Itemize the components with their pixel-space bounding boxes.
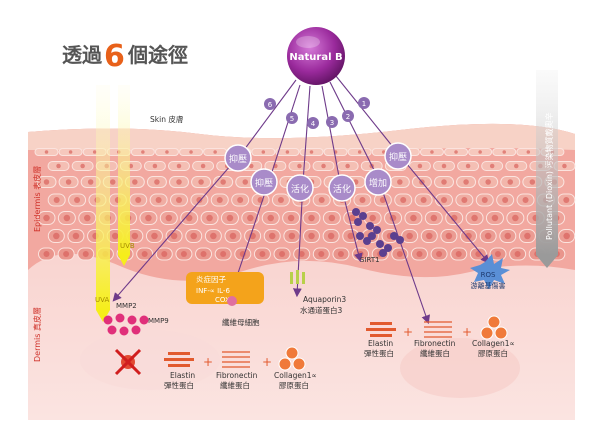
badge-2: 2: [346, 113, 350, 121]
fibronectin-icon-right: [424, 321, 452, 338]
ros: ROS 游離基傷害: [470, 254, 510, 290]
action-activate-right: 活化: [333, 183, 351, 195]
natural-b-label: Natural B: [289, 52, 342, 63]
inflammation-line1: INF-∝ IL-6: [196, 287, 230, 295]
mmp2-label: MMP2: [116, 302, 137, 310]
collagen-right-label: Collagen1∝: [472, 339, 515, 348]
uvb-label: UVB: [120, 242, 135, 250]
fibroblast: 纖維母細胞: [222, 296, 260, 327]
elastin-right-label: Elastin: [368, 339, 393, 348]
inflammation-line2: COX2: [215, 296, 234, 304]
page-title: 透過 6 個途徑: [62, 39, 188, 74]
badge-4: 4: [311, 120, 316, 128]
left-protein-group: Elastin 彈性蛋白 + Fibronectin 纖維蛋白 + Collag…: [114, 346, 317, 390]
plus-1: +: [203, 355, 213, 369]
elastin-icon-right: [366, 322, 396, 337]
collagen-icon-left: [278, 346, 306, 371]
collagen-icon-right: [480, 315, 508, 340]
pollutant-beam: Pollutant (Dioxin) 污染物質戴奧辛: [536, 70, 558, 268]
right-protein-group: Elastin 彈性蛋白 + Fibronectin 纖維蛋白 + Collag…: [364, 315, 515, 358]
action-inhibit-mid: 抑壓: [255, 177, 273, 189]
plus-2: +: [262, 355, 272, 369]
action-bubbles: 抑壓 抑壓 活化 活化 增加 抑壓: [224, 142, 412, 202]
title-prefix: 透過: [62, 43, 103, 67]
fibronectin-icon-left: [222, 351, 250, 368]
elastin-right-cn: 彈性蛋白: [364, 348, 394, 358]
action-inhibit-right: 抑壓: [389, 151, 407, 163]
ros-cn-label: 游離基傷害: [471, 281, 506, 290]
epidermis-label: Epidermis 表皮層: [32, 166, 42, 232]
collagen-left-cn: 膠原蛋白: [279, 380, 309, 390]
pathway-number-badges: 6 5 4 3 2 1: [264, 97, 370, 129]
red-x-icon: [114, 348, 142, 376]
action-increase: 增加: [369, 177, 387, 189]
fibronectin-right-label: Fibronectin: [414, 339, 456, 348]
fibronectin-left-cn: 纖維蛋白: [220, 380, 250, 390]
fibroblast-label: 纖維母細胞: [222, 317, 260, 327]
aquaporin-label: Aquaporin3: [303, 295, 346, 304]
aquaporin-cn-label: 水通道蛋白3: [300, 305, 342, 315]
badge-6: 6: [268, 101, 273, 109]
skin-label: Skin 皮膚: [150, 114, 184, 124]
mmp-molecules: [103, 313, 149, 336]
plus-3: +: [403, 325, 413, 339]
badge-1: 1: [362, 100, 366, 108]
fibronectin-right-cn: 纖維蛋白: [420, 348, 450, 358]
mmp9-label: MMP9: [148, 317, 169, 325]
pollutant-label: Pollutant (Dioxin) 污染物質戴奧辛: [544, 112, 554, 240]
sirt1-label: SIRT1: [360, 256, 380, 264]
elastin-left-label: Elastin: [170, 371, 195, 380]
action-inhibit-left: 抑壓: [229, 153, 247, 165]
inflammation-box: 炎症因子 INF-∝ IL-6 COX2: [186, 272, 264, 304]
dermis-label: Dermis 真皮層: [32, 307, 42, 362]
sirt1-molecules: [352, 208, 404, 257]
action-activate-left: 活化: [291, 183, 309, 195]
badge-5: 5: [290, 115, 294, 123]
inflammation-title: 炎症因子: [196, 274, 226, 284]
ros-label: ROS: [481, 271, 496, 279]
plus-4: +: [462, 325, 472, 339]
uva-label: UVA: [95, 296, 109, 304]
collagen-right-cn: 膠原蛋白: [478, 348, 508, 358]
title-number: 6: [104, 39, 125, 74]
fibronectin-left-label: Fibronectin: [216, 371, 258, 380]
title-suffix: 個途徑: [127, 43, 188, 67]
natural-b-sphere: Natural B: [287, 27, 345, 85]
elastin-icon-left: [164, 352, 194, 367]
collagen-left-label: Collagen1∝: [274, 371, 317, 380]
badge-3: 3: [330, 119, 334, 127]
pathway-arrows: [112, 75, 490, 325]
uv-beams: UVA UVB: [95, 85, 135, 322]
elastin-left-cn: 彈性蛋白: [164, 380, 194, 390]
aquaporin: Aquaporin3 水通道蛋白3: [290, 270, 346, 315]
